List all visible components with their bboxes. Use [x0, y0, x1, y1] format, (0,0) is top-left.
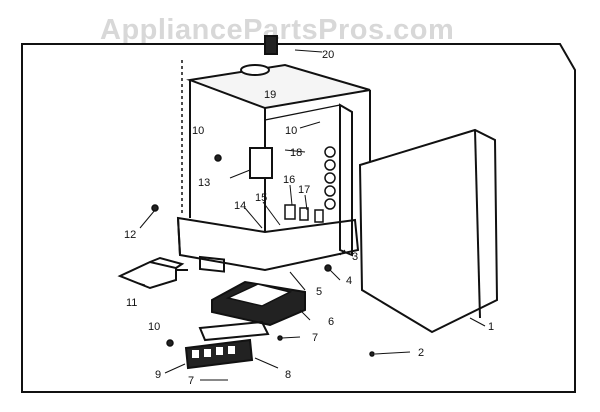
- callout-20: 20: [322, 49, 334, 61]
- callout-3: 3: [352, 251, 358, 263]
- relay: [249, 147, 273, 179]
- switch-20: [264, 35, 278, 55]
- callout-14: 14: [234, 200, 246, 212]
- knob: [240, 64, 270, 76]
- border-frame: [21, 43, 576, 393]
- callout-10-left: 10: [192, 125, 204, 137]
- callout-1: 1: [488, 321, 494, 333]
- callout-10-lower: 10: [148, 321, 160, 333]
- leader-lines: [134, 49, 486, 381]
- callout-16: 16: [283, 174, 295, 186]
- callout-2: 2: [418, 347, 424, 359]
- transformer: [211, 280, 306, 327]
- callout-17: 17: [298, 184, 310, 196]
- terminal-bracket: [198, 320, 270, 342]
- screws: [151, 154, 375, 357]
- callout-6: 6: [328, 316, 334, 328]
- callout-4: 4: [346, 275, 352, 287]
- callout-11: 11: [126, 297, 137, 309]
- cabinet-top: [186, 63, 371, 110]
- callout-9: 9: [155, 369, 161, 381]
- power-plug: [117, 260, 177, 290]
- chassis-tray: [176, 216, 360, 272]
- cabinet-right-wall: [339, 103, 353, 257]
- capacitor-bank: [324, 146, 336, 210]
- callout-7-upper: 7: [312, 332, 318, 344]
- callout-10-right: 10: [285, 125, 297, 137]
- callout-18: 18: [290, 147, 302, 159]
- callout-13: 13: [198, 177, 210, 189]
- callout-19: 19: [264, 89, 276, 101]
- small-parts: [284, 204, 324, 223]
- callout-8: 8: [285, 369, 291, 381]
- callout-7-lower: 7: [188, 375, 194, 387]
- callout-labels: 1 2 3 4 5 6 7 7 8 9 10 10 10 11 12 13 14…: [124, 49, 494, 387]
- callout-15: 15: [255, 192, 267, 204]
- callout-12: 12: [124, 229, 136, 241]
- callout-5: 5: [316, 286, 322, 298]
